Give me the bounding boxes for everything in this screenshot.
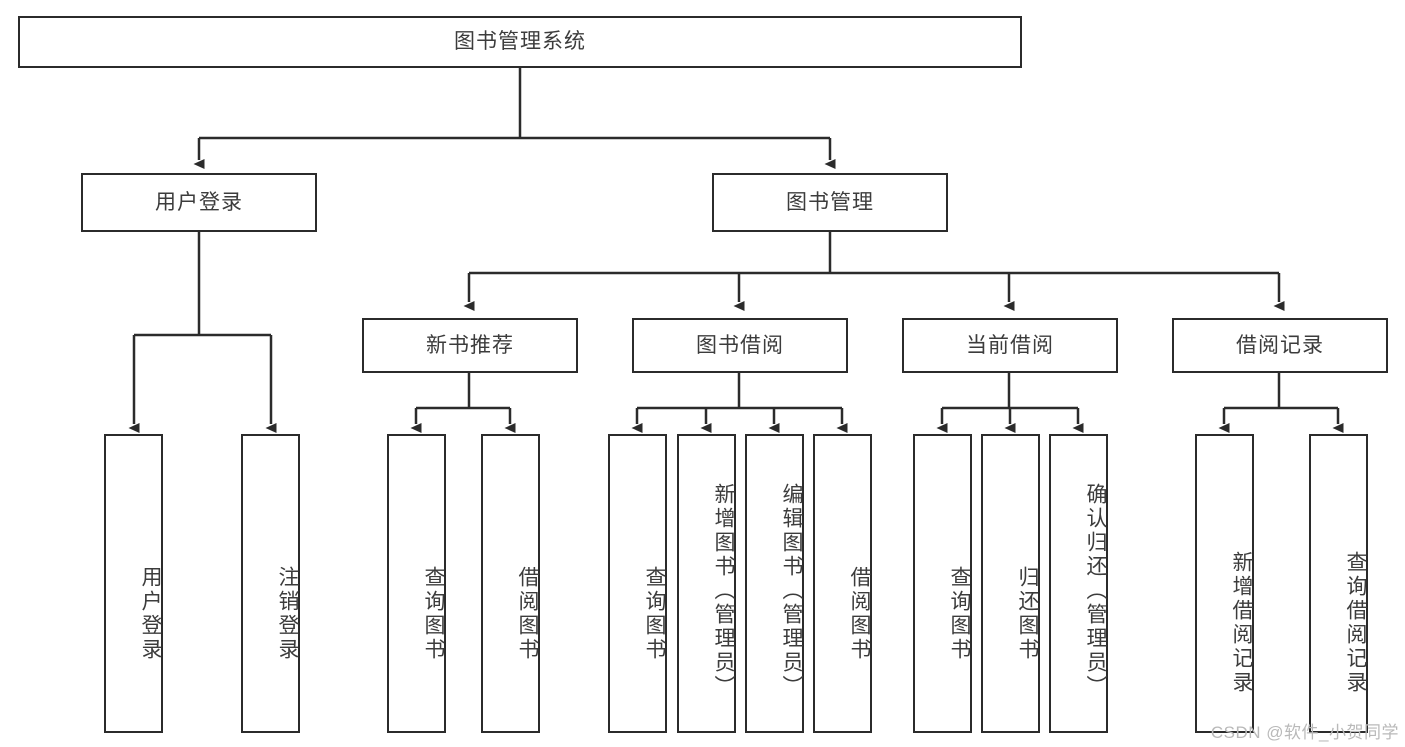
node-leaf-add-book[interactable]: 新增图书（管理员）: [677, 434, 736, 733]
node-label: 查询图书: [422, 565, 445, 662]
node-label: 编辑图书（管理员）: [780, 482, 803, 699]
watermark: CSDN @软件_小贺同学: [1210, 723, 1399, 742]
node-leaf-borrow-book-1[interactable]: 借阅图书: [481, 434, 540, 733]
node-label: 查询借阅记录: [1344, 550, 1367, 695]
node-leaf-add-borrow-record[interactable]: 新增借阅记录: [1195, 434, 1254, 733]
node-leaf-edit-book[interactable]: 编辑图书（管理员）: [745, 434, 804, 733]
node-leaf-query-book-2[interactable]: 查询图书: [608, 434, 667, 733]
node-label: 图书管理: [786, 190, 874, 214]
node-leaf-return-book[interactable]: 归还图书: [981, 434, 1040, 733]
node-new-book-recommend[interactable]: 新书推荐: [362, 318, 578, 373]
node-leaf-user-login[interactable]: 用户登录: [104, 434, 163, 733]
node-label: 借阅记录: [1236, 333, 1324, 357]
node-root-book-management-system[interactable]: 图书管理系统: [18, 16, 1022, 68]
node-label: 用户登录: [155, 190, 243, 214]
node-current-borrow[interactable]: 当前借阅: [902, 318, 1118, 373]
node-label: 新增图书（管理员）: [712, 482, 735, 699]
node-label: 图书管理系统: [454, 30, 586, 54]
node-label: 查询图书: [948, 565, 971, 662]
node-leaf-borrow-book-2[interactable]: 借阅图书: [813, 434, 872, 733]
node-label: 新书推荐: [426, 333, 514, 357]
node-borrow-record[interactable]: 借阅记录: [1172, 318, 1388, 373]
node-label: 当前借阅: [966, 333, 1054, 357]
node-label: 图书借阅: [696, 333, 784, 357]
node-leaf-query-book-3[interactable]: 查询图书: [913, 434, 972, 733]
node-book-management[interactable]: 图书管理: [712, 173, 948, 232]
node-leaf-user-logout[interactable]: 注销登录: [241, 434, 300, 733]
node-leaf-query-borrow-record[interactable]: 查询借阅记录: [1309, 434, 1368, 733]
node-leaf-confirm-return[interactable]: 确认归还（管理员）: [1049, 434, 1108, 733]
node-label: 查询图书: [643, 565, 666, 662]
node-label: 注销登录: [276, 565, 299, 662]
node-leaf-query-book-1[interactable]: 查询图书: [387, 434, 446, 733]
node-label: 借阅图书: [848, 565, 871, 662]
node-label: 归还图书: [1016, 565, 1039, 662]
node-label: 确认归还（管理员）: [1084, 482, 1107, 699]
node-user-login[interactable]: 用户登录: [81, 173, 317, 232]
node-label: 新增借阅记录: [1230, 550, 1253, 695]
node-label: 用户登录: [139, 565, 162, 662]
node-book-borrow[interactable]: 图书借阅: [632, 318, 848, 373]
node-label: 借阅图书: [516, 565, 539, 662]
